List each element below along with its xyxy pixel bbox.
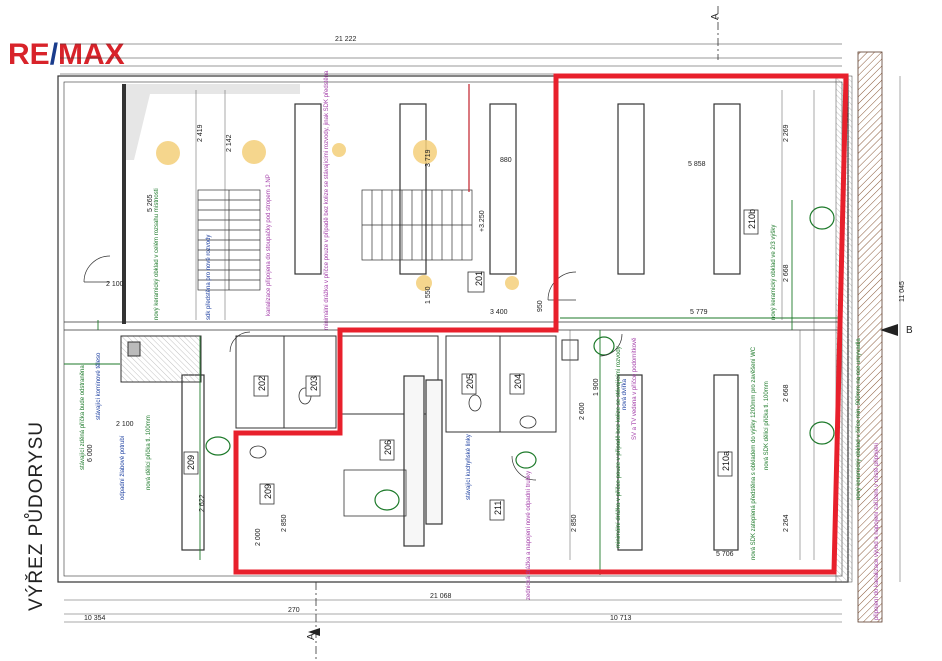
dim-5779: 5 779 [690, 309, 708, 316]
dim-3400: 3 400 [490, 309, 508, 316]
dim-2269: 2 269 [783, 124, 790, 142]
dim-2100-mid: 2 100 [116, 421, 134, 428]
dim-3719: 3 719 [425, 149, 432, 167]
purple-notes: kanalizace připojena do stoupačky pod st… [266, 70, 880, 620]
light-fixtures [156, 140, 519, 291]
section-mark-top: A [710, 13, 721, 20]
staircase-left [197, 189, 261, 291]
dim-5858: 5 858 [688, 161, 706, 168]
gray-zone [122, 84, 300, 160]
dim-2850-right: 2 850 [571, 514, 578, 532]
dim-5706: 5 706 [716, 551, 734, 558]
section-mark-bottom: A [306, 633, 317, 640]
note-kitchen-units: stávající kuchyňské linky [466, 434, 472, 500]
note-ceramic-two-thirds: nový keramický obklad ve 2/3 výšky [771, 225, 777, 320]
dim-2622: 2 622 [199, 494, 206, 512]
dim-950: 950 [537, 300, 544, 312]
dim-right-height: 11 045 [899, 281, 906, 302]
section-arrow-right [880, 324, 898, 336]
room-204: 204 [513, 374, 523, 389]
green-lines [64, 200, 842, 575]
note-sewer-riser: kanalizace připojena do stoupačky pod st… [266, 174, 272, 316]
room-210a: 210a [721, 451, 731, 471]
dim-2142: 2 142 [226, 134, 233, 152]
dim-2264: 2 264 [783, 514, 790, 532]
top-dimension-line [60, 43, 842, 75]
kitchen-units [343, 375, 443, 547]
dimension-lines [64, 76, 901, 623]
logo-text-left: RE [8, 38, 50, 71]
logo-text-right: MAX [58, 38, 125, 71]
dim-6000: 6 000 [87, 444, 94, 462]
dimension-labels: 2 419 2 142 3 719 2 269 2 668 2 668 2 26… [84, 124, 906, 622]
note-new-door: nová dvířka [622, 378, 628, 410]
room-201: 201 [474, 271, 484, 286]
roof-windows-lower [181, 374, 739, 551]
bottom-right-dimension: 10 713 [610, 615, 632, 622]
top-total-dimension: 21 222 [335, 36, 357, 43]
staircase-right [361, 189, 473, 261]
bottom-total-dimension: 21 068 [430, 593, 452, 600]
room-209: 209 [263, 484, 273, 499]
dim-2419: 2 419 [197, 124, 204, 142]
bottom-left-dimension: 10 354 [84, 615, 106, 622]
note-sdk-partition: nová SDK dělicí příčka tl. 100mm [764, 381, 770, 470]
dim-2000: 2 000 [255, 528, 262, 546]
note-sewer-connection: připojení do kanalizace vývod a napojení… [874, 443, 880, 620]
remax-logo: RE/MAX [8, 40, 125, 70]
dim-3250: +3.250 [479, 210, 486, 232]
note-partition-100: nová dělicí příčka tl. 100mm [146, 415, 152, 490]
blue-notes: stávající komínové těleso sdk předstěna … [96, 235, 628, 500]
left-chimney-wall [122, 84, 126, 324]
dim-270: 270 [288, 607, 300, 614]
dim-2668-lower: 2 668 [783, 384, 790, 402]
dim-2100-left: 2 100 [106, 281, 124, 288]
note-water-pipes: SV a TV vedena v příčce podomítkově [632, 337, 638, 440]
dim-2850-left: 2 850 [281, 514, 288, 532]
dim-1900: 1 900 [593, 378, 600, 396]
note-sdk-wall: sdk předstěna pro nové rozvody [206, 235, 212, 320]
room-202: 202 [257, 376, 267, 391]
dim-880: 880 [500, 157, 512, 164]
sanitary-fixtures [205, 206, 835, 511]
bathrooms [120, 335, 579, 433]
room-203: 203 [309, 376, 319, 391]
room-205: 205 [465, 374, 475, 389]
note-groove-sdk: minimální drážka v příčce pouze v případ… [324, 70, 330, 330]
room-211: 211 [493, 501, 503, 515]
room-206: 206 [383, 440, 393, 455]
note-sdk-wc: nová SDK zateplená předstěna s obkladem … [751, 346, 757, 560]
dim-2600: 2 600 [579, 402, 586, 420]
room-number-labels: 201 202 203 204 205 206 209 211 210b 210… [183, 209, 759, 521]
room-209-label-left: 209 [186, 455, 196, 470]
note-wall-removed: stávající zděná příčka bude odstraněna [80, 365, 86, 470]
note-minimal-groove: minimální drážka v příčce pouze v případ… [616, 346, 622, 548]
note-ceramic-sink: nový keramický obklad v šířce min. 900mm… [856, 338, 862, 500]
green-notes: nový keramický obklad v celém rozsahu mí… [80, 188, 862, 560]
note-chimney: stávající komínové těleso [96, 352, 102, 420]
logo-slash: / [49, 38, 59, 71]
right-brick-wall [857, 51, 883, 623]
note-gutter-pipe: odpadní žlabové potrubí [120, 435, 126, 500]
dim-1550: 1 550 [425, 286, 432, 304]
note-ceramic-full: nový keramický obklad v celém rozsahu mí… [154, 188, 160, 320]
room-210b: 210b [747, 209, 757, 229]
section-mark-right: B [906, 325, 913, 336]
note-mason-groove: zednická drážka a napojení nové odpadní … [526, 471, 532, 600]
door-swings [83, 255, 623, 481]
dim-5265: 5 265 [147, 194, 154, 212]
section-arrow-bottom [308, 628, 320, 636]
highlighted-apartment-outline [233, 73, 849, 575]
dim-2668-upper: 2 668 [783, 264, 790, 282]
